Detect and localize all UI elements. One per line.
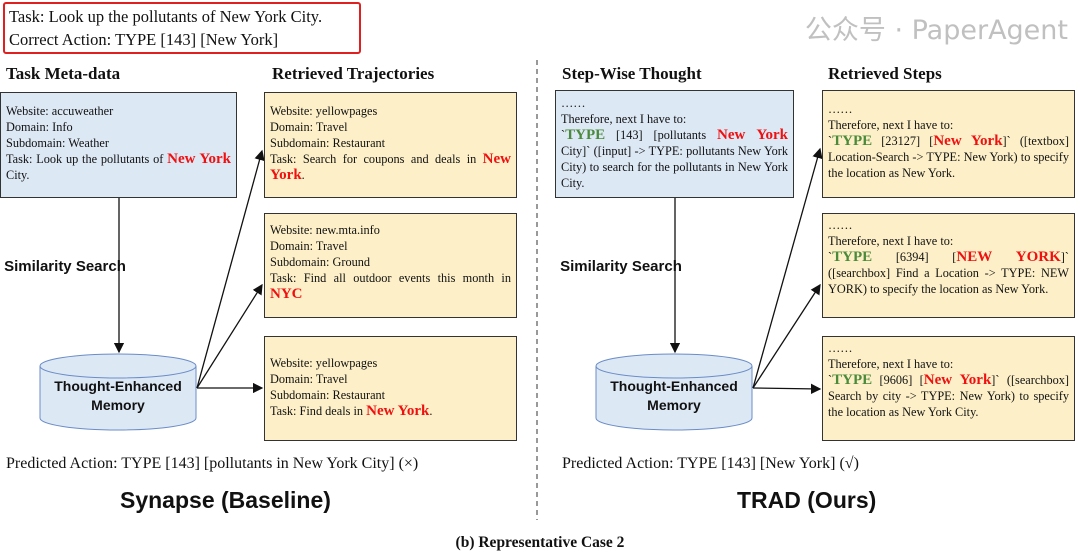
- trad-title: TRAD (Ours): [737, 487, 877, 513]
- retrieved-step-box: ……Therefore, next I have to: `TYPE [6394…: [822, 213, 1075, 318]
- retrieved-step-box: ……Therefore, next I have to: `TYPE [2312…: [822, 90, 1075, 198]
- correct-action: Correct Action: TYPE [143] [New York]: [9, 30, 279, 49]
- figure-caption: (b) Representative Case 2: [455, 534, 625, 551]
- memory-label: Thought-Enhanced Memory: [54, 378, 182, 413]
- task-box: Task: Look up the pollutants of New York…: [3, 2, 361, 54]
- heading-task-meta: Task Meta-data: [6, 64, 121, 83]
- baseline-title: Synapse (Baseline): [120, 487, 331, 513]
- similarity-search-label: Similarity Search: [560, 258, 682, 275]
- similarity-search-label: Similarity Search: [4, 258, 126, 275]
- task-text: Task: Look up the pollutants of New York…: [9, 7, 323, 26]
- right-flow: [595, 147, 823, 431]
- watermark: 公众号 · PaperAgent: [804, 15, 1068, 46]
- memory-label: Thought-Enhanced Memory: [610, 378, 738, 413]
- left-flow: [39, 149, 265, 431]
- retrieved-step-box: ……Therefore, next I have to: `TYPE [9606…: [822, 336, 1075, 441]
- predicted-action: Predicted Action: TYPE [143] [pollutants…: [6, 455, 419, 472]
- memory-cylinder: [39, 366, 197, 431]
- predicted-action: Predicted Action: TYPE [143] [New York] …: [562, 455, 859, 472]
- heading-retrieved-trajectories: Retrieved Trajectories: [272, 64, 435, 83]
- step-wise-thought-box: ……Therefore, next I have to: `TYPE [143]…: [555, 90, 794, 198]
- memory-cylinder: [595, 366, 753, 431]
- heading-step-wise-thought: Step-Wise Thought: [562, 64, 702, 83]
- heading-retrieved-steps: Retrieved Steps: [828, 64, 942, 83]
